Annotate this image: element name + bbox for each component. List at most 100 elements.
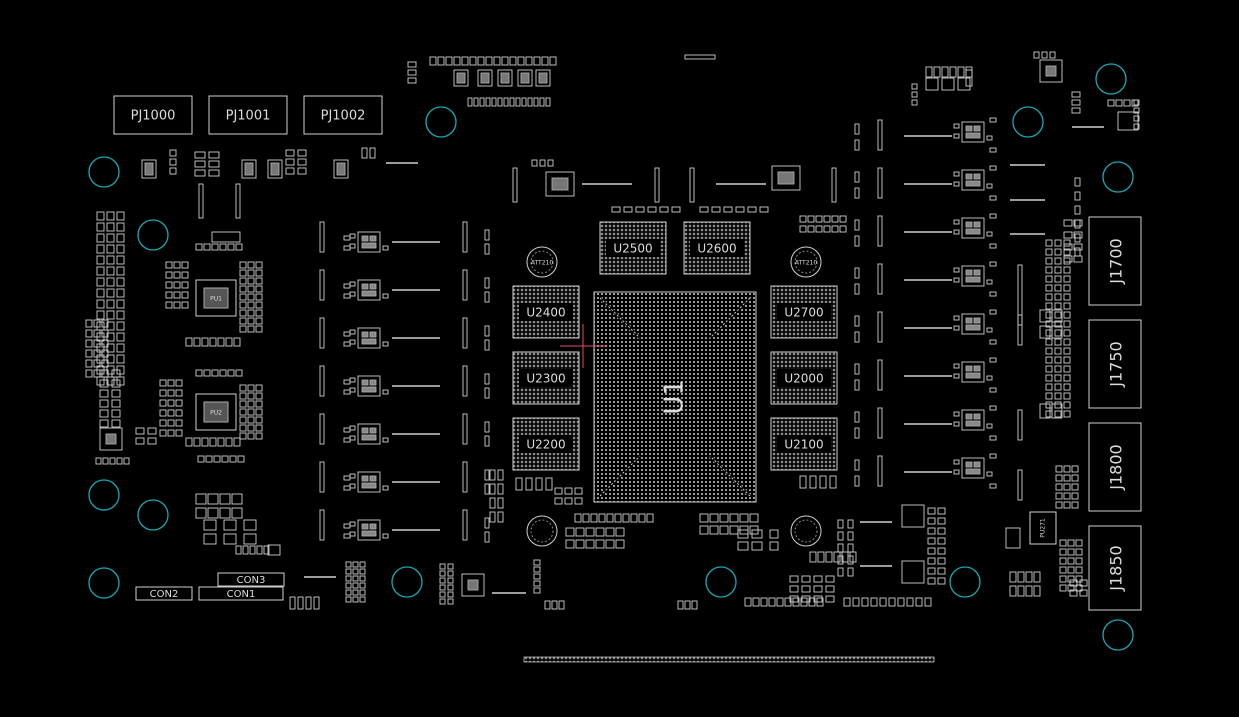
connector-j1700[interactable]: J1700 — [1088, 216, 1142, 306]
passive-component — [799, 215, 807, 223]
capacitor-bar — [462, 461, 468, 493]
capacitor — [953, 171, 960, 177]
passive-component — [1063, 356, 1071, 364]
mosfet — [357, 423, 381, 445]
passive-component — [525, 56, 533, 66]
mount-hole — [88, 479, 120, 511]
passive-component — [247, 424, 255, 432]
capacitor — [1005, 527, 1021, 549]
passive-component — [759, 206, 769, 213]
connector-con3[interactable]: CON3 — [217, 572, 285, 587]
mosfet-pad — [369, 283, 377, 290]
passive-component — [106, 288, 115, 298]
connector-label: PJ1001 — [226, 109, 271, 124]
passive-component — [527, 97, 533, 107]
passive-component — [1063, 347, 1071, 355]
resistor — [343, 389, 351, 395]
memory-chip-u2300[interactable]: U2300 — [512, 351, 580, 405]
passive-component — [221, 455, 229, 463]
connector-con2[interactable]: CON2 — [135, 586, 193, 601]
connector-j1800[interactable]: J1800 — [1088, 422, 1142, 512]
passive-component — [801, 575, 811, 583]
passive-component — [247, 325, 255, 333]
capacitor — [986, 375, 993, 381]
passive-component — [517, 56, 525, 66]
passive-component — [606, 513, 614, 523]
memory-chip-label: U2500 — [613, 242, 652, 256]
controller-pu271[interactable]: PU271 — [1029, 511, 1057, 545]
passive-component — [1107, 99, 1115, 107]
passive-component — [116, 222, 125, 232]
passive-component — [116, 321, 125, 331]
passive-component — [1075, 539, 1083, 547]
power-mosfet — [267, 159, 283, 179]
connector-j1850[interactable]: J1850 — [1088, 525, 1142, 611]
resistor — [343, 283, 351, 289]
att-left[interactable]: ATT210 — [526, 246, 558, 278]
gpu-package[interactable]: U1 — [593, 291, 757, 503]
memory-chip-u2400[interactable]: U2400 — [512, 285, 580, 339]
passive-component — [585, 527, 595, 537]
passive-component — [752, 597, 760, 607]
connector-pj1001[interactable]: PJ1001 — [208, 95, 288, 135]
passive-component — [345, 596, 352, 603]
att-right-label: ATT210 — [795, 260, 817, 267]
capacitor — [854, 331, 860, 343]
passive-component — [957, 66, 965, 78]
passive-component — [1071, 501, 1079, 509]
passive-component — [1063, 374, 1071, 382]
passive-component — [1063, 465, 1071, 473]
resistor — [343, 235, 351, 241]
mosfet-pad — [361, 283, 369, 290]
passive-component — [1055, 465, 1063, 473]
mosfet — [961, 313, 985, 335]
passive-component — [359, 589, 366, 596]
passive-component — [352, 575, 359, 582]
passive-component — [544, 600, 551, 610]
passive-component — [1071, 99, 1081, 106]
passive-component — [239, 309, 247, 317]
passive-component — [924, 597, 932, 607]
capacitor-bar — [462, 509, 468, 541]
mosfet-pad — [361, 434, 377, 441]
passive-component — [1071, 492, 1079, 500]
passive-component — [1063, 284, 1071, 292]
passive-component — [941, 66, 949, 78]
memory-chip-u2600[interactable]: U2600 — [683, 221, 751, 275]
memory-chip-u2100[interactable]: U2100 — [770, 417, 838, 471]
connector-j1750[interactable]: J1750 — [1088, 319, 1142, 409]
memory-chip-u2700[interactable]: U2700 — [770, 285, 838, 339]
capacitor — [854, 363, 860, 375]
passive-component — [747, 206, 757, 213]
passive-component — [1045, 374, 1053, 382]
memory-chip-u2200[interactable]: U2200 — [512, 417, 580, 471]
passive-component — [760, 597, 768, 607]
pad — [336, 162, 346, 176]
capacitor-bar — [689, 167, 695, 203]
passive-component — [535, 477, 543, 491]
passive-component — [219, 369, 227, 377]
passive-component — [647, 206, 657, 213]
controller-pu2[interactable]: PU2 — [195, 393, 237, 431]
passive-component — [239, 384, 247, 392]
att-right[interactable]: ATT210 — [790, 246, 822, 278]
mosfet-pad — [361, 331, 369, 338]
passive-component — [1033, 585, 1041, 597]
passive-component — [888, 597, 896, 607]
memory-chip-u2000[interactable]: U2000 — [770, 351, 838, 405]
mosfet-pad — [361, 523, 369, 530]
resistor — [989, 405, 997, 411]
passive-component — [99, 409, 109, 418]
connector-pj1000[interactable]: PJ1000 — [113, 95, 193, 135]
connector-pj1002[interactable]: PJ1002 — [303, 95, 383, 135]
passive-component — [823, 215, 831, 223]
passive-component — [719, 525, 729, 535]
connector-con1[interactable]: CON1 — [198, 586, 284, 601]
passive-component — [489, 497, 496, 509]
controller-pu1[interactable]: PU1 — [195, 279, 237, 317]
passive-component — [447, 563, 454, 570]
memory-chip-u2500[interactable]: U2500 — [599, 221, 667, 275]
mount-hole — [1095, 63, 1127, 95]
passive-component — [102, 457, 109, 465]
